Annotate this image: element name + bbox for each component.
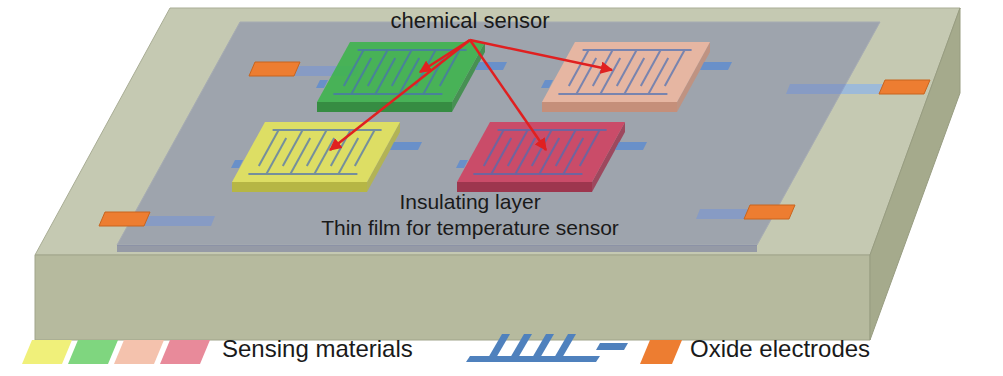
legend-text: Sensing materials [222,336,413,362]
label-text: Insulating layer [399,190,540,213]
pointer-arrow [470,40,612,70]
substrate-top [35,8,960,255]
substrate-front [35,255,870,340]
sensing-pad [231,122,422,192]
sensing-pad [541,42,732,112]
sensing-materials [231,42,732,192]
sensing-swatch [114,340,164,364]
sensing-swatch [68,340,118,364]
insulating-layer [117,22,880,245]
pointer-arrow [470,40,546,150]
electrode-icon [466,334,628,362]
legend-icons [22,334,628,364]
label-text: Thin film for temperature sensor [321,216,619,239]
oxide-electrode [99,62,930,226]
pointer-arrows [330,40,612,150]
label-text: chemical sensor [391,9,550,33]
insulating-layer-edge [117,245,757,252]
sensing-swatch [160,340,210,364]
legend-swatch [640,340,682,364]
sensing-pad [456,122,647,192]
pointer-arrow [330,40,470,150]
legend-text: Oxide electrodes [690,336,870,362]
substrate-side [870,8,960,340]
sensing-swatch [22,340,72,364]
